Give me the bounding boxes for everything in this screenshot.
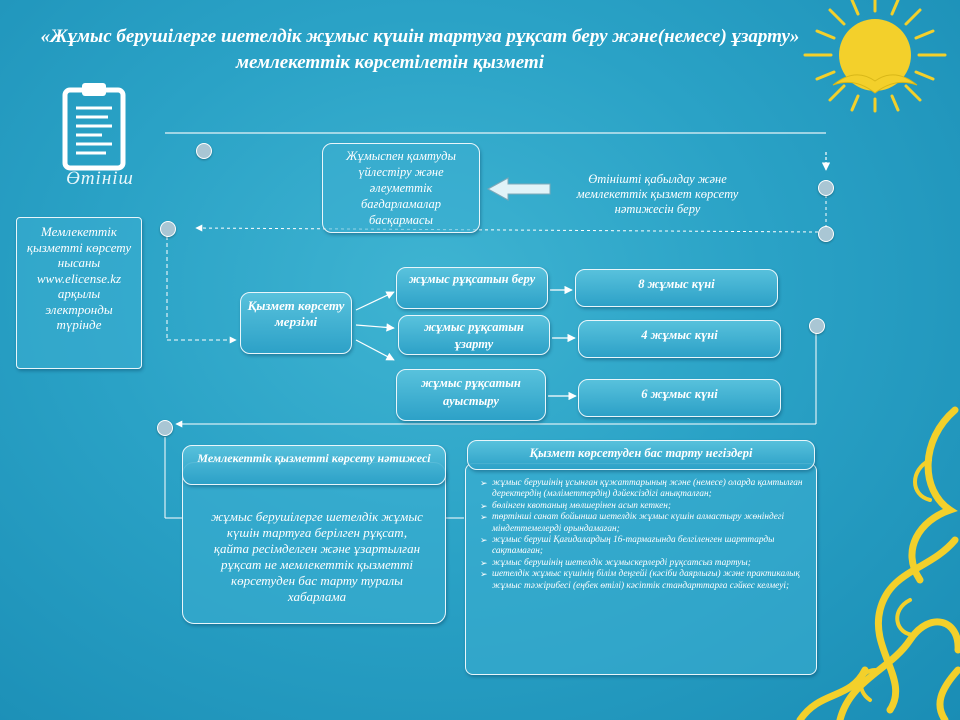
refusal-reason-item: жұмыс берушінің ұсынған құжаттарының жән… xyxy=(480,478,812,501)
duration-extend-label: 4 жұмыс күні xyxy=(641,328,718,342)
permit-issue-box: жұмыс рұқсатын беру xyxy=(396,267,548,309)
duration-change-box: 6 жұмыс күні xyxy=(578,379,781,417)
term-box: Қызмет көрсету мерзімі xyxy=(240,292,352,354)
flow-node xyxy=(157,420,173,436)
permit-extend-label: жұмыс рұқсатын ұзарту xyxy=(424,320,524,351)
refusal-reason-item: шетелдік жұмыс күшінің білім деңгейі (кә… xyxy=(480,569,812,592)
permit-change-label: жұмыс рұқсатын ауыстыру xyxy=(421,376,521,408)
application-label: Өтініш xyxy=(66,168,134,189)
term-text: Қызмет көрсету мерзімі xyxy=(247,298,345,329)
duration-issue-label: 8 жұмыс күні xyxy=(638,277,715,291)
permit-issue-label: жұмыс рұқсатын беру xyxy=(408,272,536,286)
flow-node xyxy=(196,143,212,159)
duration-change-label: 6 жұмыс күні xyxy=(641,387,718,401)
refusal-list: жұмыс берушінің ұсынған құжаттарының жән… xyxy=(478,478,812,592)
refusal-reason-item: жұмыс беруші Қағидалардың 16-тармағында … xyxy=(480,535,812,558)
refusal-list-wrap: жұмыс берушінің ұсынған құжаттарының жән… xyxy=(478,478,812,592)
result-heading: Мемлекеттік қызметті көрсету нәтижесі xyxy=(197,451,431,465)
sun-emblem-icon xyxy=(803,0,947,113)
refusal-reason-item: жұмыс берушінің шетелдік жұмыскерлерді р… xyxy=(480,558,812,570)
permit-change-box: жұмыс рұқсатын ауыстыру xyxy=(396,369,546,421)
accept-text: Өтінішті қабылдау және мемлекеттік қызме… xyxy=(576,172,739,216)
clipboard-icon xyxy=(62,83,126,171)
form-text: Мемлекеттік қызметті көрсету нысаны www.… xyxy=(26,224,132,332)
flow-node xyxy=(809,318,825,334)
authority-text: Жұмыспен қамтуды үйлестіру және әлеуметт… xyxy=(346,149,456,227)
result-box: жұмыс берушілерге шетелдік жұмыс күшін т… xyxy=(182,462,446,624)
authority-box: Жұмыспен қамтуды үйлестіру және әлеуметт… xyxy=(322,143,480,233)
refusal-reason-item: бөлінген квотаның мөлшерінен асып кеткен… xyxy=(480,501,812,513)
title-line1: «Жұмыс берушілерге шетелдік жұмыс күшін … xyxy=(40,26,800,47)
flow-node xyxy=(818,180,834,196)
flow-node xyxy=(160,221,176,237)
title-line2: мемлекеттік көрсетілетін қызметі xyxy=(236,52,544,73)
duration-extend-box: 4 жұмыс күні xyxy=(578,320,781,358)
flow-node xyxy=(818,226,834,242)
ornament-icon xyxy=(796,406,960,720)
result-text: жұмыс берушілерге шетелдік жұмыс күшін т… xyxy=(211,509,423,604)
refusal-heading: Қызмет көрсетуден бас тарту негіздері xyxy=(529,446,753,460)
duration-issue-box: 8 жұмыс күні xyxy=(575,269,778,307)
form-box: Мемлекеттік қызметті көрсету нысаны www.… xyxy=(16,217,142,369)
refusal-heading-box: Қызмет көрсетуден бас тарту негіздері xyxy=(467,440,815,470)
permit-extend-box: жұмыс рұқсатын ұзарту xyxy=(398,315,550,355)
refusal-reason-item: төртінші санат бойынша шетелдік жұмыс кү… xyxy=(480,512,812,535)
result-heading-box: Мемлекеттік қызметті көрсету нәтижесі xyxy=(182,445,446,485)
arrow-left-icon xyxy=(486,177,551,201)
page-title: «Жұмыс берушілерге шетелдік жұмыс күшін … xyxy=(30,24,810,76)
refusal-box: жұмыс берушінің ұсынған құжаттарының жән… xyxy=(465,463,817,675)
